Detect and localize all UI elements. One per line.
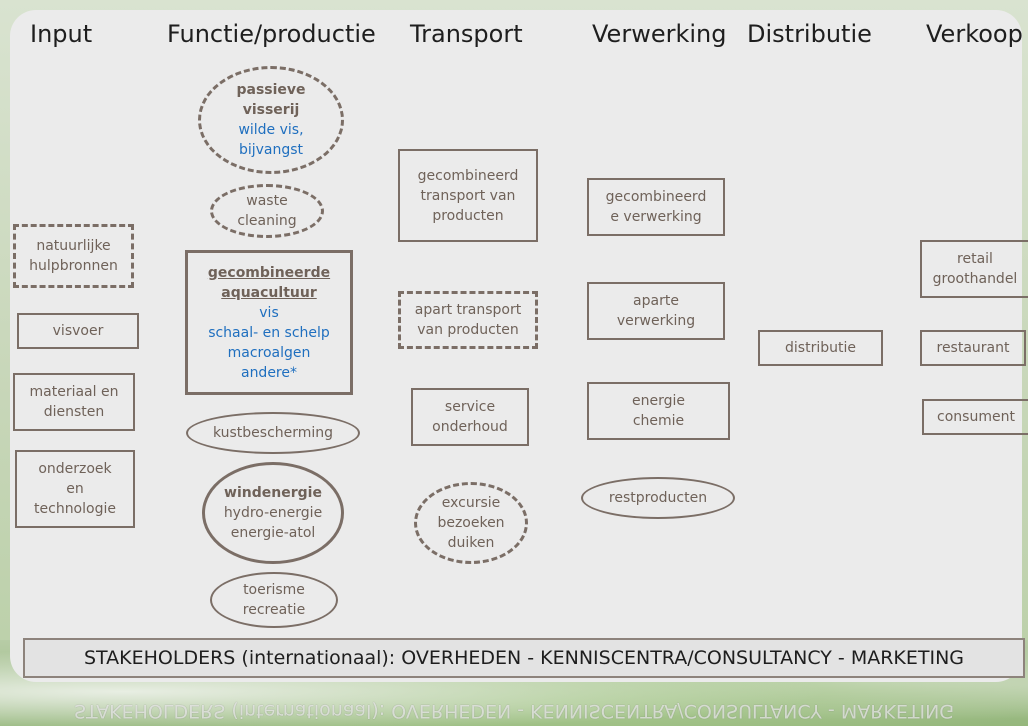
node-text: vis	[259, 304, 279, 321]
node-text: onderzoek	[38, 461, 112, 477]
node-kustbescherming: kustbescherming	[186, 412, 360, 454]
node-text: en	[66, 481, 84, 497]
node-gecombineerde-verwerking: gecombineerd e verwerking	[587, 178, 725, 236]
node-text: energie	[632, 393, 685, 409]
node-natuurlijke-hulpbronnen: natuurlijke hulpbronnen	[13, 224, 134, 288]
node-retail-groothandel: retail groothandel	[920, 240, 1028, 298]
node-distributie: distributie	[758, 330, 883, 366]
node-text: aquacultuur	[221, 284, 317, 301]
footer-reflection: STAKEHOLDERS (internationaal): OVERHEDEN…	[73, 700, 955, 722]
node-gecombineerd-transport: gecombineerd transport van producten	[398, 149, 538, 242]
node-text: visserij	[242, 102, 300, 118]
header-input: Input	[30, 20, 93, 48]
node-energie-chemie: energie chemie	[587, 382, 730, 440]
node-text: gecombineerde	[207, 264, 331, 281]
node-text: visvoer	[52, 323, 104, 339]
node-text: cleaning	[237, 213, 297, 229]
node-text: groothandel	[932, 271, 1018, 287]
node-text: bezoeken	[437, 515, 505, 531]
header-distributie: Distributie	[747, 20, 872, 48]
node-text: transport van	[420, 187, 516, 204]
node-text: restproducten	[608, 490, 708, 506]
node-text: technologie	[34, 501, 116, 517]
node-text: e verwerking	[610, 209, 702, 225]
node-excursie: excursie bezoeken duiken	[414, 482, 528, 564]
header-verwerking: Verwerking	[592, 20, 727, 48]
node-onderzoek-technologie: onderzoek en technologie	[15, 450, 135, 528]
node-service-onderhoud: service onderhoud	[411, 388, 529, 446]
node-text: hydro-energie	[223, 505, 323, 521]
stakeholders-banner: STAKEHOLDERS (internationaal): OVERHEDEN…	[23, 638, 1025, 678]
node-text: macroalgen	[227, 344, 311, 361]
node-toerisme-recreatie: toerisme recreatie	[210, 572, 338, 628]
node-text: waste	[246, 193, 288, 209]
node-text: energie-atol	[230, 525, 316, 541]
node-gecombineerde-aquacultuur: gecombineerde aquacultuur vis schaal- en…	[185, 250, 353, 395]
node-text: schaal- en schelp	[208, 324, 330, 341]
node-text: wilde vis,	[238, 122, 304, 138]
node-restaurant: restaurant	[920, 330, 1026, 366]
header-functie: Functie/productie	[167, 20, 376, 48]
node-text: duiken	[447, 535, 495, 551]
node-text: windenergie	[224, 485, 322, 501]
node-text: retail	[957, 251, 993, 267]
node-text: service	[444, 399, 496, 415]
node-text: onderhoud	[432, 419, 508, 435]
node-windenergie: windenergie hydro-energie energie-atol	[202, 462, 344, 564]
node-aparte-verwerking: aparte verwerking	[587, 282, 725, 340]
node-restproducten: restproducten	[581, 477, 735, 519]
node-waste-cleaning: waste cleaning	[210, 184, 324, 238]
node-text: natuurlijke	[36, 238, 111, 254]
node-text: recreatie	[242, 602, 306, 618]
node-text: diensten	[43, 404, 105, 420]
node-text: kustbescherming	[212, 425, 334, 441]
node-text: bijvangst	[238, 142, 304, 158]
node-text: gecombineerd	[605, 189, 707, 205]
node-text: distributie	[785, 340, 856, 356]
node-text: toerisme	[243, 582, 305, 598]
node-text: chemie	[632, 413, 685, 429]
node-text: passieve	[236, 82, 306, 98]
node-apart-transport: apart transport van producten	[398, 291, 538, 349]
header-verkoop: Verkoop	[926, 20, 1023, 48]
node-text: van producten	[417, 322, 519, 338]
node-text: gecombineerd	[417, 167, 519, 184]
node-materiaal-diensten: materiaal en diensten	[13, 373, 135, 431]
node-text: aparte	[633, 293, 679, 309]
node-passieve-visserij: passieve visserij wilde vis, bijvangst	[198, 66, 344, 174]
node-text: consument	[937, 409, 1015, 425]
node-text: verwerking	[616, 313, 696, 329]
node-text: hulpbronnen	[29, 258, 118, 274]
node-consument: consument	[922, 399, 1028, 435]
node-text: andere*	[240, 364, 297, 381]
node-text: restaurant	[936, 340, 1010, 356]
node-text: materiaal en	[29, 384, 119, 400]
node-visvoer: visvoer	[17, 313, 139, 349]
header-transport: Transport	[410, 20, 523, 48]
node-text: excursie	[441, 495, 501, 511]
node-text: apart transport	[414, 302, 522, 318]
node-text: producten	[432, 207, 504, 224]
